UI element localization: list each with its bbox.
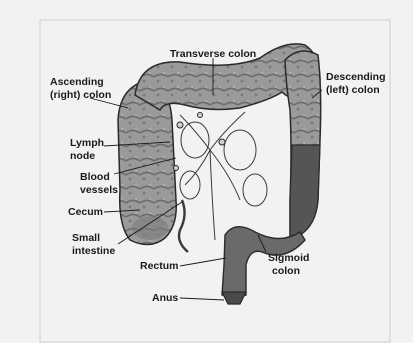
- label-transverse-colon: Transverse colon: [170, 48, 256, 60]
- label-sigmoid-colon-line2: colon: [272, 265, 300, 277]
- label-ascending-colon-line2: (right) colon: [50, 89, 111, 101]
- label-lymph-node-line1: Lymph: [70, 137, 104, 149]
- label-rectum: Rectum: [140, 260, 179, 272]
- label-blood-vessels-line1: Blood: [80, 171, 110, 183]
- label-small-intestine-line2: intestine: [72, 245, 115, 257]
- cecum-shape: [132, 216, 168, 240]
- label-blood-vessels-line2: vessels: [80, 184, 118, 196]
- label-sigmoid-colon-line1: Sigmoid: [268, 252, 309, 264]
- label-cecum: Cecum: [68, 206, 103, 218]
- anal-canal-shape: [222, 292, 246, 304]
- label-ascending-colon-line1: Ascending: [50, 76, 104, 88]
- label-descending-colon-line1: Descending: [326, 71, 386, 83]
- label-anus: Anus: [152, 292, 178, 304]
- label-small-intestine-line1: Small: [72, 232, 100, 244]
- label-lymph-node-line2: node: [70, 150, 95, 162]
- descending-colon-lower: [290, 145, 320, 236]
- label-descending-colon-line2: (left) colon: [326, 84, 380, 96]
